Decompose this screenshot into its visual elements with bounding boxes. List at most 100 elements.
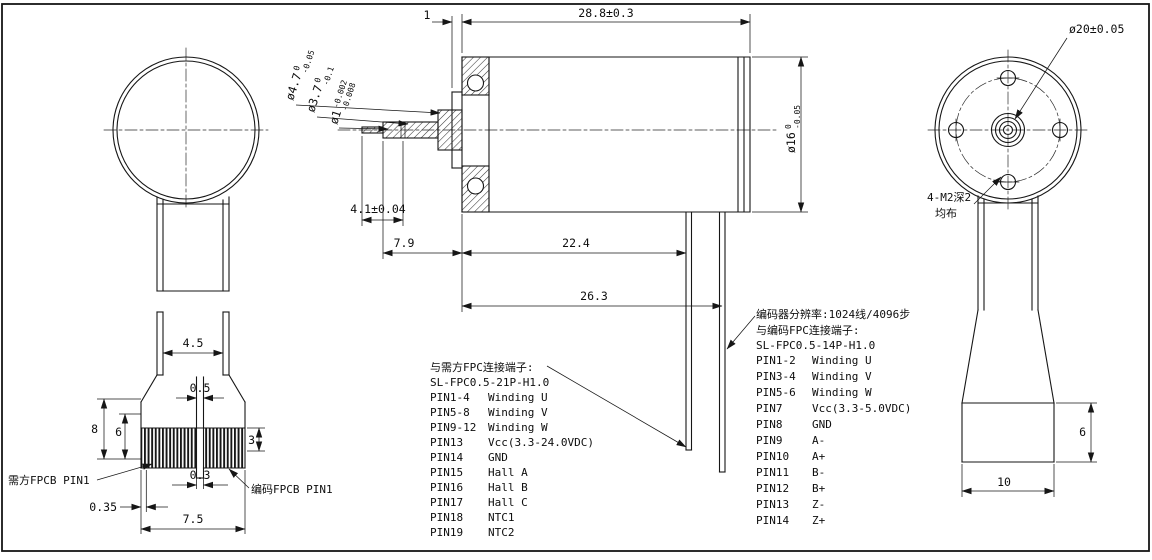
front-view [103, 47, 269, 292]
dim-0-35: 0.35 [89, 470, 168, 514]
front-outer-circle [112, 56, 260, 204]
encoder-fpc-part-no: SL-FPC0.5-14P-H1.0 [756, 339, 875, 352]
dim-4-1: 4.1±0.04 [350, 136, 406, 226]
dim-8-text: 8 [91, 422, 98, 436]
dim-4-5: 4.5 [162, 336, 224, 357]
dim-26-3-text: 26.3 [580, 289, 608, 303]
dim-28-8-text: 28.8±0.3 [578, 6, 633, 20]
pin-signal: Vcc(3.3-24.0VDC) [488, 436, 594, 449]
pin-signal: A+ [812, 450, 826, 463]
pin-signal: GND [812, 418, 832, 431]
pin-label: PIN19 [430, 526, 463, 539]
dim-3-text: 3 [248, 433, 255, 447]
dia-16-tol-upper: 0 [784, 124, 793, 129]
pin-signal: B+ [812, 482, 826, 495]
label-customer-fpcb-pin1: 需方FPCB PIN1 [8, 463, 153, 487]
dia-3-7-tol-lower: -0.1 [321, 65, 336, 86]
dim-1-text: 1 [424, 8, 431, 22]
pin-signal: Hall C [488, 496, 528, 509]
dia-16-dim: ø16 0 -0.05 [752, 56, 808, 213]
dim-22-4-text: 22.4 [562, 236, 590, 250]
pin-label: PIN13 [756, 498, 789, 511]
dia-3-7-label: ø3.7 0 -0.1 [304, 65, 409, 127]
pin-signal: Winding V [488, 406, 548, 419]
dia-3-7-tol-upper: 0 [313, 76, 323, 84]
dim-8: 8 [91, 398, 141, 460]
side-view-dimensions: 1 28.8±0.3 ø16 0 -0.05 ø4.7 0 -0.05 [283, 6, 808, 448]
pin-signal: Winding U [488, 391, 548, 404]
pin-signal: Winding W [812, 386, 872, 399]
pin-label: PIN8 [756, 418, 783, 431]
main-fpc-part-no: SL-FPC0.5-21P-H1.0 [430, 376, 549, 389]
fpc-tail-detail [140, 311, 246, 479]
dim-0-5-text: 0.5 [190, 381, 211, 395]
label-encoder-fpcb-pin1: 编码FPCB PIN1 [228, 468, 333, 496]
customer-fpcb-pin1-text: 需方FPCB PIN1 [8, 473, 90, 487]
dim-4-5-text: 4.5 [183, 336, 204, 350]
dim-7-9: 7.9 [382, 141, 463, 312]
pin-label: PIN1-2 [756, 354, 796, 367]
pin-label: PIN1-4 [430, 391, 470, 404]
pin-label: PIN16 [430, 481, 463, 494]
dim-26-3: 26.3 [461, 289, 723, 310]
dia-20-label: ø20±0.05 [1014, 22, 1124, 120]
pin-label: PIN3-4 [756, 370, 796, 383]
pin-label: PIN14 [430, 451, 463, 464]
dim-28-8: 28.8±0.3 [461, 6, 751, 53]
dim-10: 10 [961, 464, 1055, 497]
dia-16-tol-lower: -0.05 [793, 105, 802, 129]
front-bearing-lower [466, 177, 485, 195]
shaft-collar-section [437, 109, 463, 151]
dim-6-text: 6 [115, 425, 122, 439]
encoder-note: 编码器分辨率:1024线/4096步 [756, 307, 910, 321]
pin-label: PIN14 [756, 514, 789, 527]
dia-20-text: ø20±0.05 [1069, 22, 1124, 36]
pin-label: PIN18 [430, 511, 463, 524]
pin-label: PIN10 [756, 450, 789, 463]
screw-note-line1: 4-M2深2 [927, 191, 971, 204]
pin-label: PIN7 [756, 402, 783, 415]
dim-0-3-text: 0.3 [190, 468, 211, 482]
dim-4-1-text: 4.1±0.04 [350, 202, 405, 216]
sheet-border [1, 3, 1150, 552]
shaft-tip-section [361, 126, 384, 134]
dia-4-7-tol-upper: 0 [292, 64, 302, 72]
fpc-finger-comb-right [204, 428, 245, 468]
dia-1-text: ø1 [327, 108, 345, 126]
dim-22-4: 22.4 [461, 236, 687, 257]
dim-6-rear: 6 [1056, 402, 1097, 463]
dim-0-3: 0.3 [172, 468, 228, 489]
screw-note-line2: 均布 [935, 207, 957, 220]
front-inner-circle [116, 60, 256, 200]
rear-view [927, 49, 1089, 463]
fpc-finger-comb-left [141, 428, 196, 468]
side-view [337, 56, 779, 473]
dia-4-7-tol-lower: -0.05 [300, 49, 316, 75]
pin-label: PIN5-6 [756, 386, 796, 399]
pin-signal: Winding U [812, 354, 872, 367]
screw-note: 4-M2深2 均布 [927, 176, 1002, 220]
pin-label: PIN9-12 [430, 421, 476, 434]
front-bearing-upper [466, 74, 485, 92]
pin-label: PIN13 [430, 436, 463, 449]
dia-4-7-text: ø4.7 [283, 71, 305, 102]
pin-signal: A- [812, 434, 825, 447]
dim-1: 1 [424, 8, 453, 88]
pin-signal: NTC1 [488, 511, 515, 524]
dia-3-7-text: ø3.7 [304, 83, 326, 114]
pin-signal: Vcc(3.3-5.0VDC) [812, 402, 911, 415]
pin-label: PIN9 [756, 434, 783, 447]
encoder-fpc-title: 与编码FPC连接端子: [756, 323, 860, 337]
shaft-mid-section [382, 121, 439, 139]
dim-10-text: 10 [997, 475, 1011, 489]
dim-6-rear-text: 6 [1079, 425, 1086, 439]
pin-label: PIN5-8 [430, 406, 470, 419]
pin-label: PIN12 [756, 482, 789, 495]
pin-signal: Z+ [812, 514, 826, 527]
main-fpc-leader [546, 365, 687, 448]
rear-inner-circle [938, 60, 1078, 200]
encoder-fpcb-pin1-text: 编码FPCB PIN1 [251, 482, 333, 496]
dim-3: 3 [247, 427, 265, 452]
main-fpc-title: 与需方FPC连接端子: [430, 360, 534, 374]
